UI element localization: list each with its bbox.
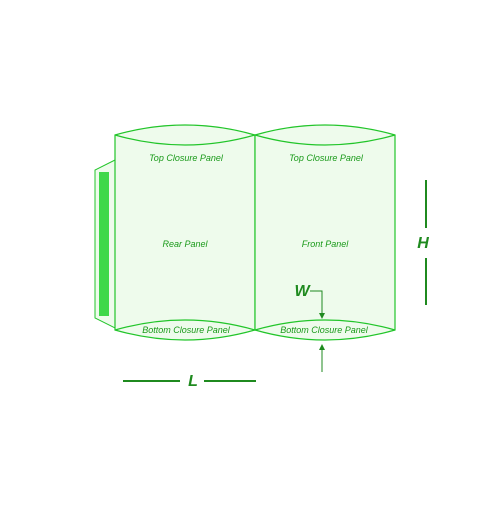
rear-top-closure-label: Top Closure Panel [149,153,224,163]
length-dimension-label: L [188,373,198,390]
glue-strip [99,172,109,316]
front-top-fold-line [254,134,396,146]
width-leader-line [310,290,323,315]
width-dimension-label: W [294,283,311,300]
rear-panel-label: Rear Panel [162,239,208,249]
rear-top-fold-line [114,134,256,146]
front-panel-label: Front Panel [302,239,350,249]
front-top-closure-label: Top Closure Panel [289,153,364,163]
rear-bottom-closure-label: Bottom Closure Panel [142,325,231,335]
height-dimension-label: H [417,235,429,252]
width-arrow-down [319,313,325,319]
front-bottom-closure-label: Bottom Closure Panel [280,325,369,335]
width-arrow-up [319,344,325,350]
rear-bottom-fold-line [114,319,256,331]
front-bottom-fold-line [254,319,396,331]
